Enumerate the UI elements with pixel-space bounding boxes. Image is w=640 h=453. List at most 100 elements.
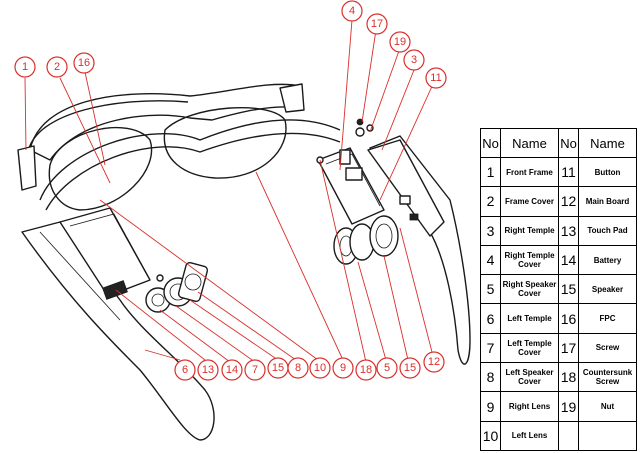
- part-number: 16: [558, 303, 579, 334]
- svg-text:18: 18: [360, 364, 372, 376]
- table-header-row: No Name No Name: [480, 128, 637, 158]
- callout: 3: [403, 49, 425, 71]
- svg-text:10: 10: [314, 362, 326, 374]
- table-row: 1 Front Frame 11 Button: [480, 156, 637, 188]
- part-number: 10: [480, 420, 501, 451]
- callout: 4: [341, 0, 363, 22]
- callout: 13: [197, 359, 219, 381]
- svg-text:6: 6: [182, 364, 188, 376]
- part-name: Right Lens: [500, 391, 559, 422]
- part-name: Main Board: [578, 186, 637, 217]
- frame-cover: [39, 119, 341, 211]
- callout: 11: [425, 67, 447, 89]
- svg-text:5: 5: [384, 362, 390, 374]
- callout: 15: [267, 357, 289, 379]
- callout: 1: [14, 56, 36, 78]
- table-row: 5 Right Speaker Cover 15 Speaker: [480, 274, 637, 305]
- table-row: 9 Right Lens 19 Nut: [480, 391, 637, 422]
- part-name: Left Temple: [500, 303, 559, 334]
- svg-text:8: 8: [295, 362, 301, 374]
- left-lens: [48, 126, 153, 211]
- left-temple-cover: [59, 207, 151, 300]
- part-number: 18: [558, 362, 579, 393]
- right-lens: [163, 106, 287, 179]
- table-row: 3 Right Temple 13 Touch Pad: [480, 215, 637, 246]
- svg-text:12: 12: [428, 356, 440, 368]
- svg-text:9: 9: [340, 362, 346, 374]
- svg-text:13: 13: [202, 364, 214, 376]
- header-name: Name: [500, 128, 559, 158]
- part-number: 5: [480, 274, 501, 305]
- callout: 5: [376, 357, 398, 379]
- part-name: Battery: [578, 244, 637, 276]
- part-name: Left Temple Cover: [500, 332, 559, 364]
- part-number: [558, 420, 579, 451]
- part-name: [578, 420, 637, 451]
- part-number: 19: [558, 391, 579, 422]
- callout: 9: [332, 357, 354, 379]
- part-name: Left Lens: [500, 420, 559, 451]
- part-number: 7: [480, 332, 501, 364]
- part-number: 8: [480, 362, 501, 393]
- callout: 15: [399, 357, 421, 379]
- header-no: No: [558, 128, 579, 158]
- exploded-view-diagram: 1 2 16 4 17 19 3 11 6 13 14 7 15 8 10 9 …: [14, 0, 471, 441]
- svg-text:14: 14: [226, 364, 238, 376]
- callout: 18: [355, 359, 377, 381]
- part-number: 4: [480, 244, 501, 276]
- part-name: FPC: [578, 303, 637, 334]
- svg-text:15: 15: [272, 362, 284, 374]
- table-row: 4 Right Temple Cover 14 Battery: [480, 244, 637, 276]
- left-temple: [21, 221, 215, 441]
- table-row: 8 Left Speaker Cover 18 Countersunk Scre…: [480, 362, 637, 393]
- part-number: 3: [480, 215, 501, 246]
- part-name: Right Speaker Cover: [500, 274, 559, 305]
- callout: 7: [244, 359, 266, 381]
- part-name: Left Speaker Cover: [500, 362, 559, 393]
- part-name: Nut: [578, 391, 637, 422]
- table-row: 10 Left Lens: [480, 420, 637, 451]
- table-row: 7 Left Temple Cover 17 Screw: [480, 332, 637, 364]
- part-number: 15: [558, 274, 579, 305]
- svg-text:15: 15: [404, 362, 416, 374]
- svg-text:4: 4: [349, 5, 355, 17]
- main-board: [367, 139, 445, 237]
- left-speaker-group: [145, 261, 209, 313]
- table-row: 2 Frame Cover 12 Main Board: [480, 186, 637, 217]
- svg-text:7: 7: [252, 364, 258, 376]
- callout: 12: [423, 351, 445, 373]
- part-name: Right Temple: [500, 215, 559, 246]
- part-name: Speaker: [578, 274, 637, 305]
- right-temple-cover: [317, 147, 385, 225]
- callout: 10: [309, 357, 331, 379]
- part-number: 1: [480, 156, 501, 188]
- part-number: 6: [480, 303, 501, 334]
- leader-lines: [24, 19, 435, 363]
- parts-table: No Name No Name 1 Front Frame 11 Button …: [480, 128, 637, 451]
- part-name: Screw: [578, 332, 637, 364]
- right-speaker-group: [333, 215, 399, 265]
- front-frame: [17, 83, 305, 191]
- svg-text:19: 19: [394, 36, 406, 48]
- part-name: Front Frame: [500, 156, 559, 188]
- svg-text:17: 17: [371, 18, 383, 30]
- svg-text:11: 11: [430, 72, 441, 84]
- header-no: No: [480, 128, 501, 158]
- part-number: 2: [480, 186, 501, 217]
- part-name: Frame Cover: [500, 186, 559, 217]
- part-number: 13: [558, 215, 579, 246]
- callout: 19: [389, 31, 411, 53]
- part-name: Right Temple Cover: [500, 244, 559, 276]
- part-name: Button: [578, 156, 637, 188]
- callout: 17: [366, 13, 388, 35]
- part-number: 11: [558, 156, 579, 188]
- part-number: 14: [558, 244, 579, 276]
- part-number: 9: [480, 391, 501, 422]
- callout: 6: [174, 359, 196, 381]
- part-number: 17: [558, 332, 579, 364]
- table-row: 6 Left Temple 16 FPC: [480, 303, 637, 334]
- part-name: Touch Pad: [578, 215, 637, 246]
- callout: 2: [46, 56, 68, 78]
- svg-text:3: 3: [411, 54, 417, 66]
- svg-text:16: 16: [78, 57, 90, 69]
